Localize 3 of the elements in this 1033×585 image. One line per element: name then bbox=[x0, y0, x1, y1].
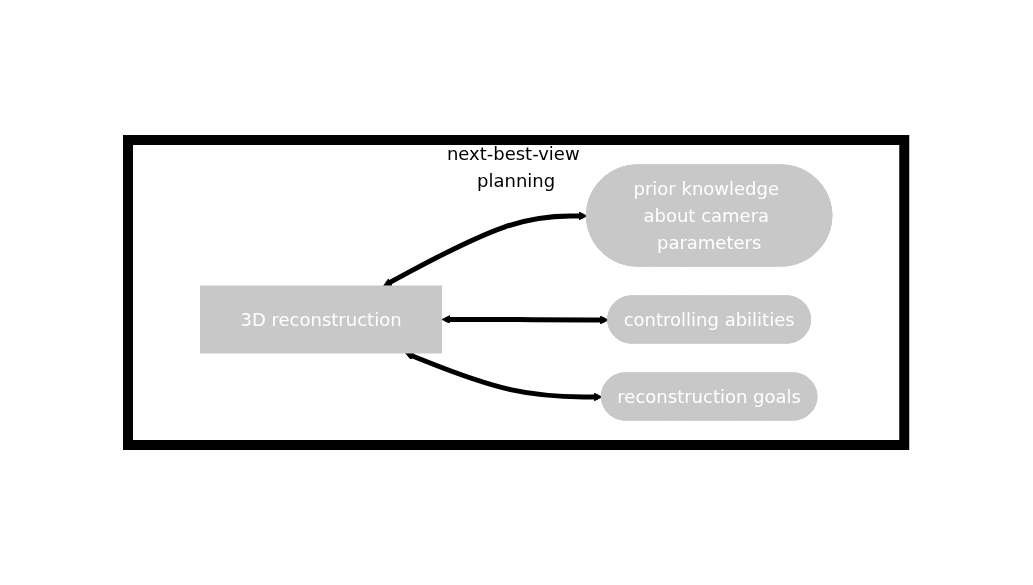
arrow bbox=[383, 211, 588, 287]
arrow bbox=[405, 352, 603, 402]
arrow bbox=[441, 315, 610, 325]
